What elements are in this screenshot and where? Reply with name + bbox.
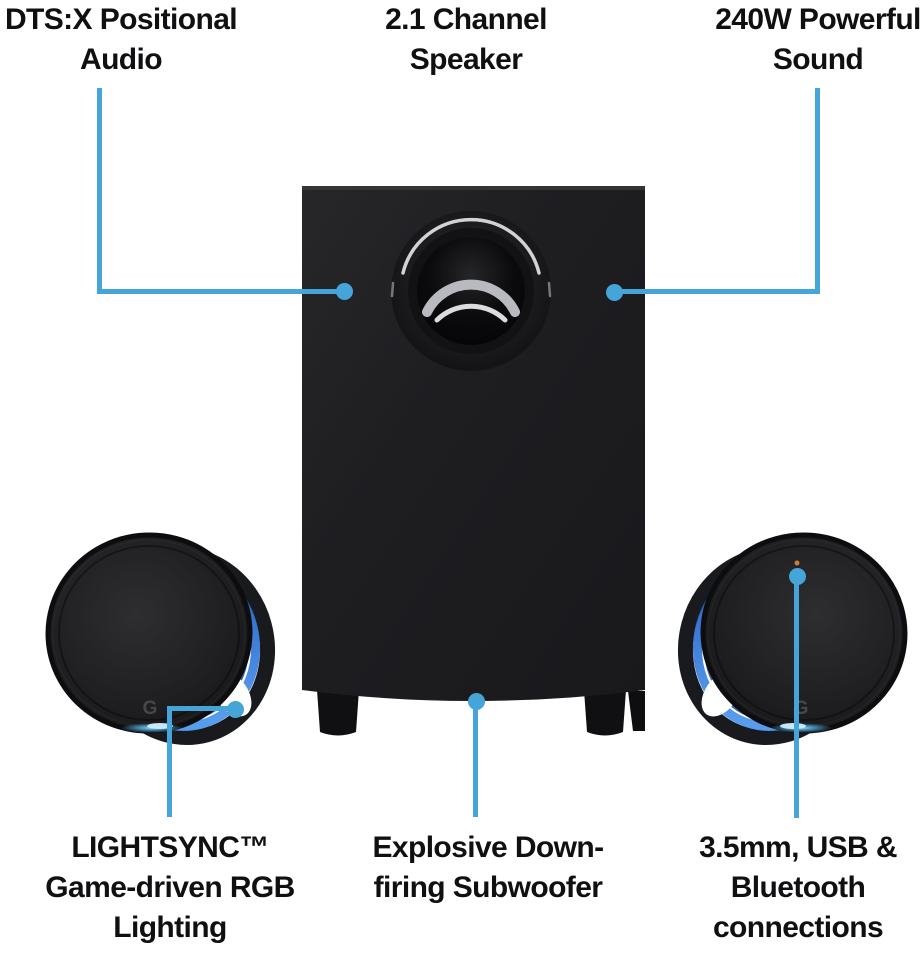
label-line: 2.1 Channel	[385, 3, 547, 36]
label-line: Speaker	[409, 43, 523, 76]
callout-label-channel: 2.1 Channel Speaker	[346, 0, 586, 80]
label-line: Sound	[772, 43, 864, 76]
callout-line-connections-vertical	[794, 576, 799, 818]
callout-dot-power	[606, 284, 623, 301]
callout-line-lightsync-horizontal	[167, 706, 235, 711]
label-line: Audio	[80, 43, 163, 76]
callout-line-power-horizontal	[613, 289, 820, 294]
callout-label-dtsx: DTS:X Positional Audio	[1, 0, 241, 80]
callout-line-dtsx-vertical	[97, 88, 102, 290]
subwoofer-foot-rear	[628, 691, 645, 731]
callout-line-subwoofer-vertical	[473, 701, 478, 817]
callout-dot-connections	[789, 568, 806, 585]
subwoofer-foot-right	[584, 690, 626, 736]
label-line: firing Subwoofer	[373, 871, 603, 904]
label-line: connections	[712, 911, 884, 944]
callout-label-lightsync: LIGHTSYNC™ Game-driven RGB Lighting	[40, 828, 300, 948]
callout-dot-lightsync	[227, 701, 244, 718]
label-line: 3.5mm, USB &	[699, 831, 897, 864]
callout-label-subwoofer: Explosive Down- firing Subwoofer	[358, 828, 618, 908]
label-line: 240W Powerful	[715, 3, 921, 36]
subwoofer-foot-left	[317, 690, 359, 736]
right-satellite-speaker: G	[677, 532, 908, 745]
callout-line-dtsx-horizontal	[97, 289, 345, 294]
subwoofer	[302, 186, 645, 736]
callout-line-lightsync-vertical	[167, 706, 172, 817]
label-line: Lighting	[113, 911, 227, 944]
callout-label-connections: 3.5mm, USB & Bluetooth connections	[668, 828, 923, 948]
subwoofer-cabinet	[302, 186, 645, 701]
subwoofer-port	[390, 211, 552, 371]
label-line: Explosive Down-	[372, 831, 604, 864]
left-satellite-speaker: G	[45, 532, 276, 745]
callout-dot-subwoofer	[468, 693, 485, 710]
callout-dot-dtsx	[336, 283, 353, 300]
label-line: Game-driven RGB	[45, 871, 295, 904]
label-line: DTS:X Positional	[4, 3, 238, 36]
label-line: LIGHTSYNC™	[71, 831, 269, 864]
callout-line-power-vertical	[815, 88, 820, 290]
callout-label-power: 240W Powerful Sound	[700, 0, 923, 80]
label-line: Bluetooth	[730, 871, 866, 904]
power-led	[794, 560, 800, 566]
g-logo-left: G	[143, 698, 158, 719]
